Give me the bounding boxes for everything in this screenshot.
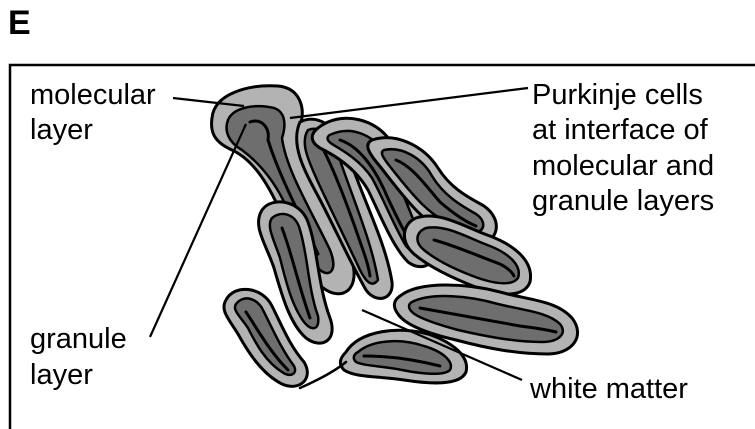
cerebellum-folia <box>212 86 578 388</box>
white-matter-label: white matter <box>530 372 688 407</box>
molecular-layer-label-line2: layer <box>30 113 93 148</box>
purkinje-label-line2: at interface of <box>532 113 708 148</box>
granule-layer-label-line2: layer <box>30 358 93 393</box>
purkinje-label-line4: granule layers <box>532 184 714 219</box>
granule-layer-label-line1: granule <box>30 322 127 357</box>
purkinje-label-line3: molecular and <box>532 149 714 184</box>
purkinje-leader <box>290 88 528 118</box>
folium-5 <box>404 216 530 294</box>
molecular-layer-label-line1: molecular <box>30 78 156 113</box>
purkinje-label-line1: Purkinje cells <box>532 78 703 113</box>
